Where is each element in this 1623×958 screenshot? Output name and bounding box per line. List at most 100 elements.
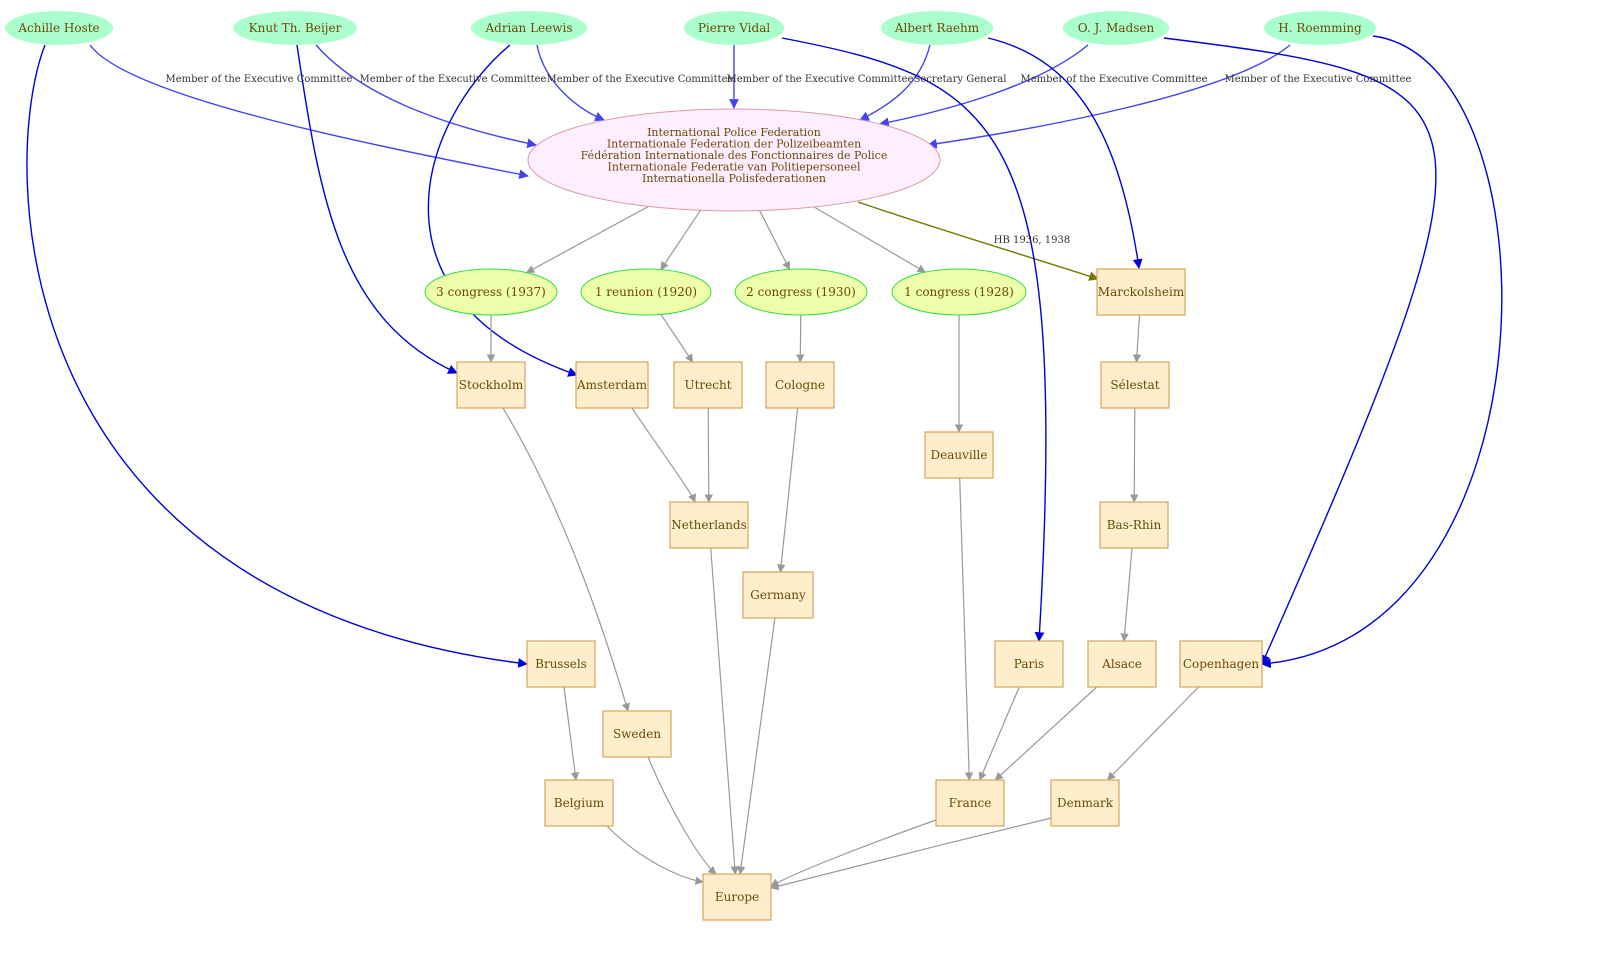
place-label-selestat: Sélestat [1110,378,1159,392]
edge-ipf-to-c3 [525,205,649,274]
person-node-hoste [5,11,113,45]
place-label-utrecht: Utrecht [684,378,731,392]
person-label-leewis: Adrian Leewis [484,21,572,35]
edge-label-madsen-to-ipf: Member of the Executive Committee [1021,74,1208,85]
person-label-raehm: Albert Raehm [894,21,980,35]
edge-label-leewis-to-ipf: Member of the Executive Committee [547,74,734,85]
organization-name-line: Internationale Federatie van Politiepers… [608,161,861,174]
edge-label-beijer-to-ipf: Member of the Executive Committee [360,74,547,85]
event-node-c1 [891,268,1027,316]
edge-deauville-to-france [959,477,974,781]
person-node-raehm [881,11,993,45]
event-label-r1: 1 reunion (1920) [595,285,697,299]
edge-r1-to-utrecht [660,314,694,363]
edge-sweden-to-europe [647,756,717,875]
place-node-selestat [1100,361,1170,409]
place-label-amsterdam: Amsterdam [576,378,648,392]
person-label-beijer: Knut Th. Beijer [249,21,342,35]
edge-netherlands-to-europe [710,547,739,875]
place-label-denmark: Denmark [1057,796,1114,810]
place-label-stockholm: Stockholm [459,378,524,392]
place-node-deauville [924,431,994,479]
person-node-roemming [1264,11,1376,45]
person-node-madsen [1063,11,1169,45]
edge-raehm-to-marckolsheim [987,37,1143,269]
place-label-basrhin: Bas-Rhin [1107,518,1162,532]
person-node-vidal [684,11,784,45]
event-label-c2: 2 congress (1930) [746,285,856,299]
edge-ipf-to-c2 [759,210,791,271]
place-label-belgium: Belgium [554,796,605,810]
place-label-brussels: Brussels [535,657,587,671]
organization-name-line: Internationale Federation der Polizeibea… [607,138,861,151]
place-label-deauville: Deauville [931,448,988,462]
edge-label-raehm-to-ipf: Secretary General [914,74,1007,85]
place-node-brussels [526,640,596,688]
edge-belgium-to-europe [606,825,704,885]
event-label-c3: 3 congress (1937) [436,285,546,299]
edge-stockholm-to-sweden [502,407,630,712]
edge-label-roemming-to-ipf: Member of the Executive Committee [1225,74,1412,85]
edge-leewis-to-ipf [536,44,605,122]
edge-roemming-to-copenhagen [1261,35,1503,669]
place-label-germany: Germany [750,588,806,602]
place-label-copenhagen: Copenhagen [1183,657,1260,671]
edge-hoste-to-ipf [89,44,529,180]
place-node-basrhin [1099,501,1169,549]
edge-label-ipf-to-marckolsheim: HB 1936, 1938 [994,235,1071,246]
person-label-hoste: Achille Hoste [17,21,99,35]
person-node-leewis [471,11,587,45]
place-node-alsace [1087,640,1157,688]
edge-c2-to-cologne [796,314,805,363]
edge-utrecht-to-netherlands [704,407,713,503]
place-label-marckolsheim: Marckolsheim [1098,285,1185,299]
event-label-c1: 1 congress (1928) [904,285,1014,299]
place-node-denmark [1050,779,1120,827]
edge-beijer-to-ipf [315,44,537,148]
organization-node [527,108,941,212]
edge-cologne-to-germany [777,407,799,573]
edges-layer [26,35,1503,891]
place-node-sweden [602,710,672,758]
edge-denmark-to-europe [770,817,1052,891]
edge-basrhin-to-alsace [1120,547,1133,642]
edge-roemming-to-ipf [927,44,1291,149]
edge-marckolsheim-to-selestat [1132,314,1142,363]
person-node-beijer [233,11,357,45]
place-label-europe: Europe [715,890,759,904]
edge-raehm-to-ipf [859,44,931,121]
edge-france-to-europe [770,819,937,887]
organization-name-line: International Police Federation [647,126,821,139]
place-node-belgium [544,779,614,827]
edge-ipf-to-c1 [813,206,926,273]
edge-ipf-to-r1 [660,209,701,271]
place-node-stockholm [456,361,526,409]
place-label-cologne: Cologne [775,378,825,392]
event-node-c3 [424,268,558,316]
place-node-netherlands [669,501,749,549]
place-node-france [935,779,1005,827]
place-node-europe [702,873,772,921]
edge-copenhagen-to-denmark [1106,686,1199,781]
edge-label-hoste-to-ipf: Member of the Executive Committee [166,74,353,85]
edge-brussels-to-belgium [563,686,580,781]
edge-leewis-to-amsterdam [427,44,578,377]
event-node-r1 [580,268,712,316]
place-node-copenhagen [1179,640,1263,688]
person-label-roemming: H. Roemming [1278,21,1362,35]
event-node-c2 [734,268,868,316]
edge-madsen-to-ipf [879,44,1089,128]
place-label-alsace: Alsace [1101,657,1142,671]
edge-hoste-to-brussels [26,44,528,668]
person-label-madsen: O. J. Madsen [1078,21,1155,35]
nodes-layer: International Police FederationInternati… [5,11,1376,921]
edge-paris-to-france [978,686,1020,781]
place-node-paris [994,640,1064,688]
edge-germany-to-europe [736,617,776,875]
place-node-germany [742,571,814,619]
edge-selestat-to-basrhin [1130,407,1139,503]
person-label-vidal: Pierre Vidal [698,21,771,35]
place-label-paris: Paris [1014,657,1044,671]
